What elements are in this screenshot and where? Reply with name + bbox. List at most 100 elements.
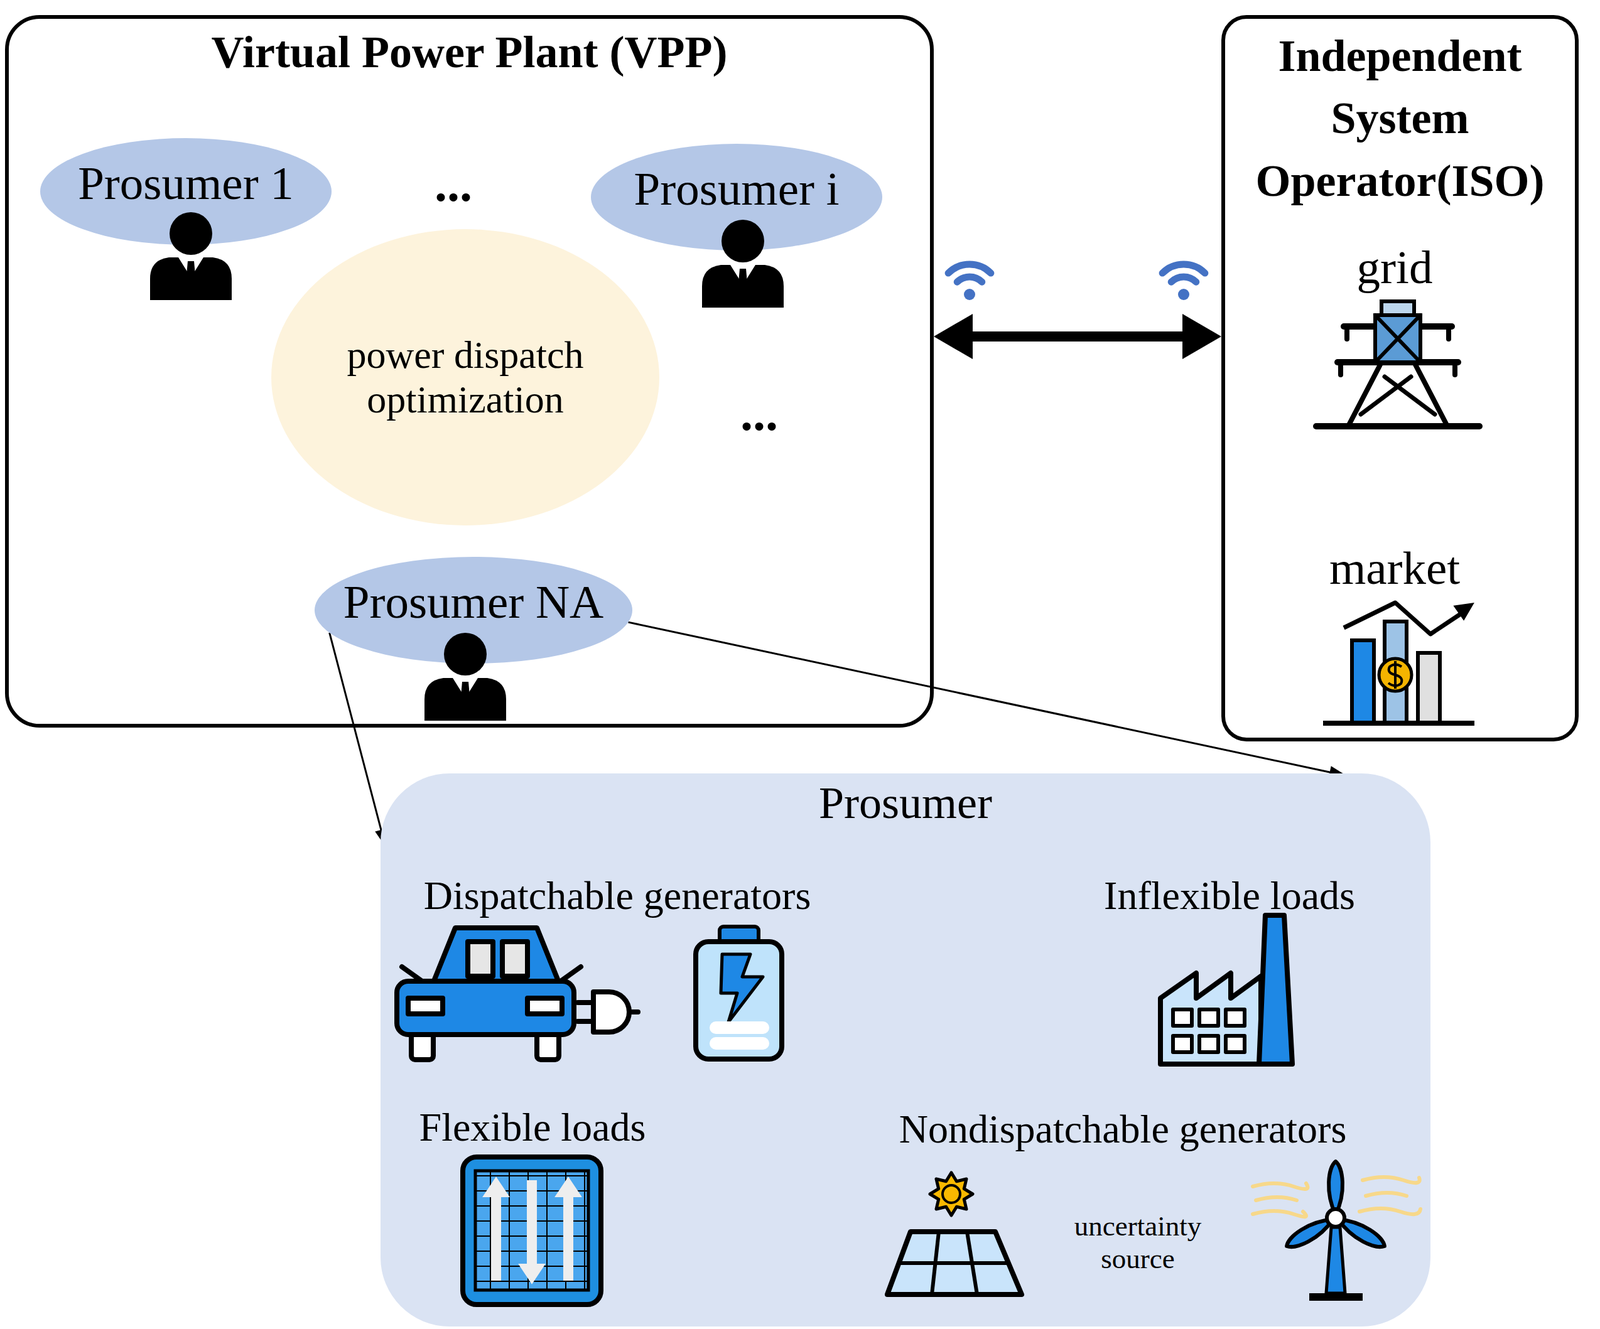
- person-illustration: [150, 212, 232, 301]
- wifi-icon: [948, 264, 991, 274]
- node-title: Independent System Operator(ISO): [1225, 25, 1575, 213]
- ev-car-icon: [433, 928, 559, 983]
- market-icon: [1417, 653, 1440, 724]
- market-icon: [1351, 640, 1374, 724]
- solar-panel-icon: [887, 1232, 1022, 1295]
- flexible-load-icon: [483, 1178, 581, 1284]
- solar-panel-icon: [931, 1232, 939, 1295]
- grid-tower-icon: [1384, 376, 1435, 415]
- ev-car-icon: [411, 1033, 434, 1060]
- optimization-ellipse: power dispatch optimization: [271, 229, 660, 526]
- factory-icon: [1259, 915, 1293, 1065]
- connector-line: [628, 622, 1334, 773]
- flexible-load-icon: [563, 1193, 574, 1282]
- market-icon: [1343, 602, 1461, 635]
- ellipsis-mark: ...: [740, 384, 779, 443]
- wifi-icon: [1178, 288, 1190, 301]
- node-label: Prosumer i: [633, 162, 839, 217]
- grid-tower-icon: [1344, 326, 1350, 340]
- grid-tower-icon: [1375, 315, 1421, 363]
- arrow-head: [1182, 313, 1222, 360]
- market-icon: [1388, 664, 1402, 687]
- ev-car-icon: [396, 928, 638, 1060]
- prosumer-ellipse: Prosumer NA: [314, 556, 633, 664]
- wind-turbine-icon: [1326, 1227, 1346, 1294]
- prosumer-ellipse: Prosumer i: [590, 143, 883, 251]
- battery-icon: [695, 926, 782, 1060]
- iso-box: Independent System Operator(ISO): [1221, 15, 1579, 742]
- node-label: power dispatch optimization: [317, 332, 613, 423]
- grid-tower-icon: [1316, 423, 1480, 430]
- wind-turbine-icon: [1362, 1177, 1420, 1184]
- battery-icon: [695, 941, 782, 1060]
- connector-line: [329, 632, 383, 834]
- ev-car-icon: [536, 1033, 559, 1060]
- vpp-box: Virtual Power Plant (VPP) Prosumer 1 Prosu…: [5, 15, 934, 728]
- factory-icon: [1172, 1009, 1192, 1027]
- grid-tower-icon: [1343, 323, 1452, 330]
- grid-tower-icon: [1338, 362, 1344, 375]
- grid-tower-icon: [1414, 362, 1447, 426]
- grid-tower-icon: [1360, 376, 1411, 415]
- flexible-load-icon: [526, 1180, 537, 1269]
- wifi-icon: [956, 276, 983, 282]
- factory-icon: [1160, 973, 1261, 1065]
- person-illustration: [424, 632, 507, 721]
- factory-icon: [1225, 1036, 1245, 1053]
- category-label: Inflexible loads: [1103, 872, 1356, 920]
- wind-turbine-icon: [1326, 1209, 1345, 1228]
- ev-car-icon: [577, 1019, 594, 1025]
- market-icon: [1378, 658, 1412, 692]
- grid-tower-icon: [1375, 315, 1421, 363]
- battery-icon: [719, 926, 759, 944]
- grid-tower-icon: [1381, 301, 1415, 316]
- connector-arrow: [933, 313, 1222, 360]
- node-title: Prosumer: [380, 776, 1431, 831]
- ev-car-icon: [593, 992, 630, 1033]
- prosumer-panel: Prosumer: [380, 773, 1431, 1327]
- flexible-load-icon: [519, 1264, 545, 1284]
- node-label: Prosumer 1: [77, 156, 294, 211]
- wifi-icon: [963, 288, 976, 301]
- market-icon: [1323, 720, 1475, 726]
- node-label: Prosumer NA: [343, 575, 605, 630]
- factory-icon: [1172, 1036, 1192, 1053]
- icon-label: grid: [1356, 240, 1433, 295]
- category-label: Dispatchable generators: [423, 872, 812, 920]
- node-title: Virtual Power Plant (VPP): [8, 23, 930, 81]
- wifi-icon: [948, 264, 991, 301]
- grid-tower-icon: [1337, 359, 1459, 366]
- wifi-icon: [1162, 264, 1206, 274]
- flexible-load-icon: [462, 1157, 601, 1305]
- wind-turbine-icon: [1328, 1161, 1343, 1216]
- category-label: Nondispatchable generators: [899, 1106, 1347, 1153]
- note-label: uncertainty source: [1053, 1210, 1223, 1276]
- factory-icon: [1160, 915, 1293, 1065]
- grid-tower-icon: [1375, 315, 1421, 363]
- solar-panel-icon: [887, 1172, 1022, 1295]
- market-icon: [1323, 602, 1475, 724]
- solar-panel-icon: [967, 1232, 978, 1295]
- wind-turbine-icon: [1283, 1213, 1337, 1253]
- wind-turbine-icon: [1365, 1193, 1407, 1197]
- ellipsis-mark: ...: [434, 155, 473, 213]
- wind-turbine-icon: [1252, 1177, 1421, 1217]
- flexible-load-icon: [475, 1171, 589, 1291]
- wind-turbine-icon: [1255, 1197, 1297, 1201]
- icon-label: market: [1329, 541, 1460, 596]
- battery-icon: [709, 1037, 770, 1050]
- category-label: Flexible loads: [419, 1104, 647, 1152]
- arrow-head: [933, 313, 973, 360]
- factory-icon: [1199, 1009, 1219, 1027]
- connector-arrow: [628, 622, 1347, 779]
- flexible-load-icon: [462, 1157, 601, 1305]
- ev-car-icon: [467, 941, 493, 977]
- connector-arrow: [329, 632, 388, 848]
- battery-icon: [720, 954, 763, 1023]
- market-icon: [1394, 661, 1397, 689]
- grid-tower-icon: [1348, 362, 1382, 426]
- ev-car-icon: [527, 998, 563, 1015]
- ev-car-icon: [629, 1009, 638, 1015]
- connector-line: [965, 331, 1191, 342]
